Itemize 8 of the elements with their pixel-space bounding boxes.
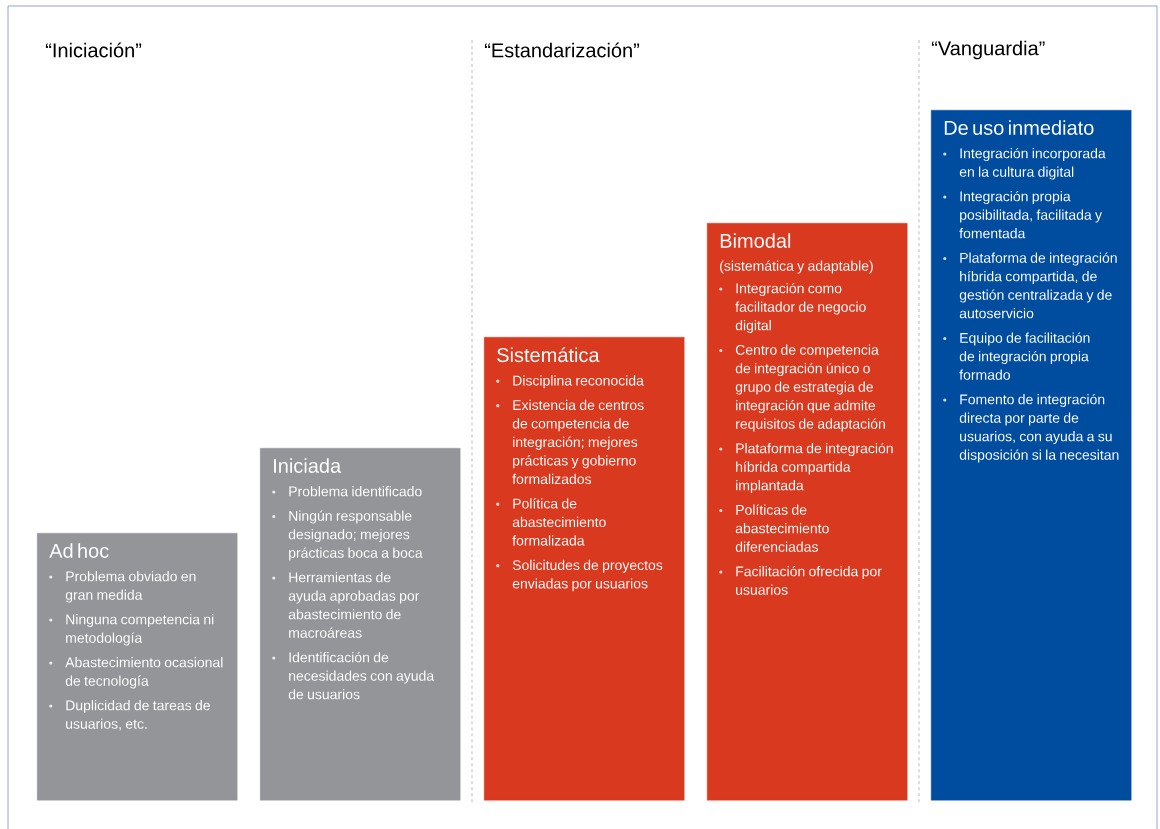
stage-bar: Ad hoc Problema obviado en gran medida Ninguna competencia ni metodología Abastecimiento ocasional de tecnología Duplicidad de tareas de usuarios, etc. [37, 533, 238, 801]
phase-title: “Iniciación” [45, 42, 142, 58]
stage-bar: Bimodal (sistemática y adaptable) Integración como facilitador de negocio digital Centro de competencia de integración único o grupo de estrategia de integración que admite requisitos de adaptación Plataforma de integración híbrida compartida implantada Políticas de abastecimiento diferenciadas Facilitación ofrecida por usuarios [707, 223, 908, 801]
phase-title: “Estandarización” [484, 42, 640, 58]
phase-title: “Vanguardia” [931, 40, 1045, 60]
stage-bar: Sistemática Disciplina reconocida Existencia de centros de competencia de integración; mejores prácticas y gobierno formalizados Política de abastecimiento formalizada Solicitudes de proyectos enviadas por usuarios [484, 337, 685, 801]
stage-bar: De uso inmediato Integración incorporada en la cultura digital Integración propia posibilitada, facilitada y fomentada Plataforma de integración híbrida compartida, de gestión centralizada y de autoservicio Equipo de facilitación de integración propia formado Fomento de integración directa por parte de usuarios, con ayuda a su disposición si la necesitan [931, 110, 1132, 801]
stage-bar: Iniciada Problema identificado Ningún responsable designado; mejores prácticas boca a boca Herramientas de ayuda aprobadas por abastecimiento de macroáreas Identificación de necesidades con ayuda de usuarios [260, 448, 461, 801]
